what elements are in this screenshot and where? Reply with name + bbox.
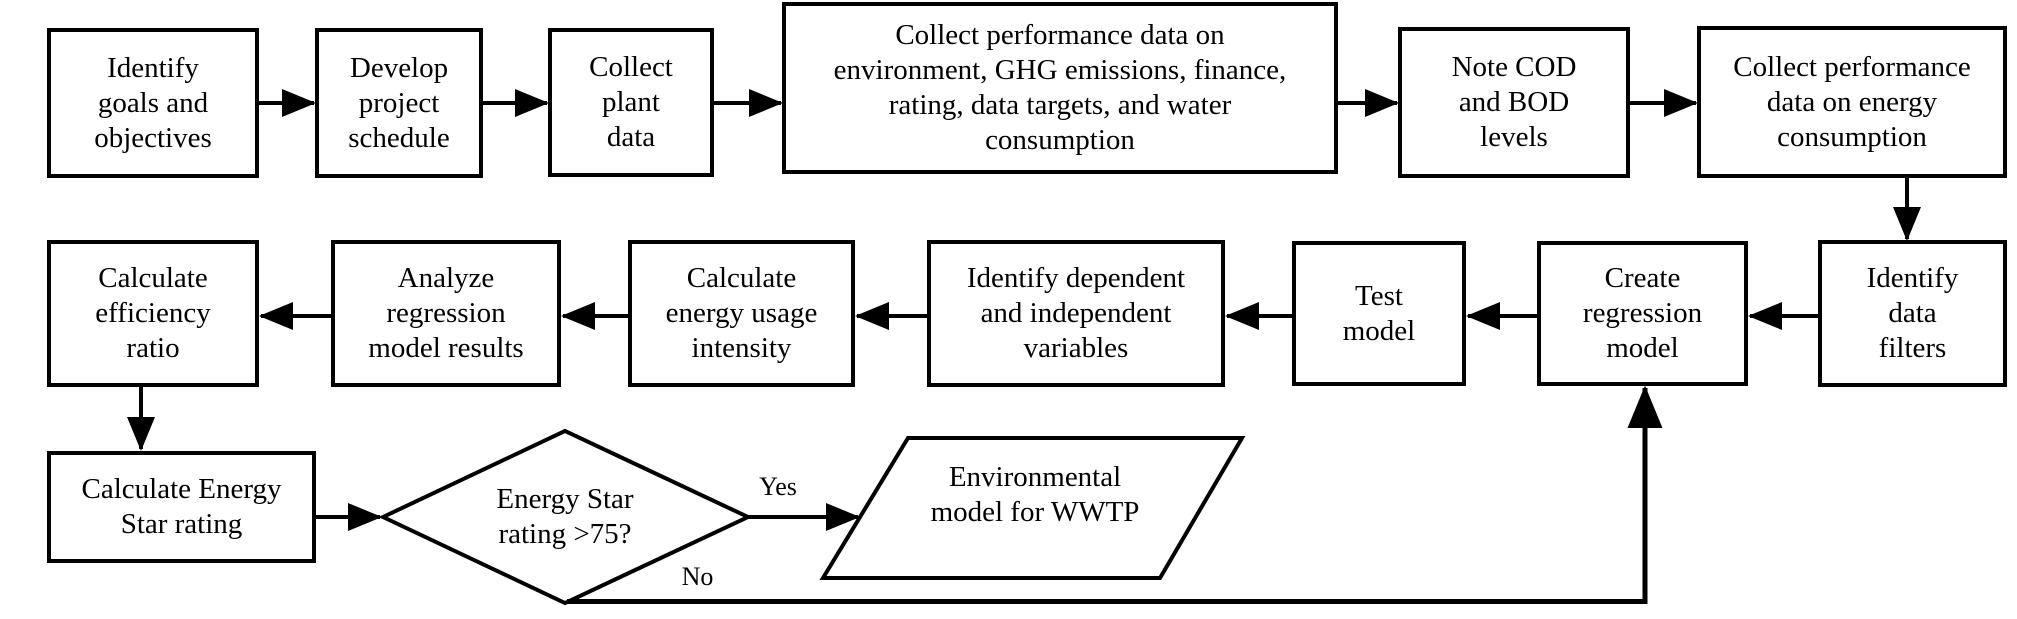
node-calculate-efficiency-ratio: Calculate efficiency ratio bbox=[47, 240, 259, 387]
node-identify-data-filters: Identify data filters bbox=[1818, 240, 2007, 387]
node-identify-goals: Identify goals and objectives bbox=[47, 28, 259, 178]
node-collect-energy-data: Collect performance data on energy consu… bbox=[1697, 26, 2007, 178]
node-note-cod-bod: Note COD and BOD levels bbox=[1398, 27, 1630, 178]
node-test-model: Test model bbox=[1292, 241, 1466, 386]
node-calculate-energy-usage-intensity: Calculate energy usage intensity bbox=[628, 240, 855, 387]
output-parallelogram bbox=[819, 436, 1246, 580]
node-collect-performance-data: Collect performance data on environment,… bbox=[782, 2, 1338, 174]
node-create-regression-model: Create regression model bbox=[1537, 241, 1748, 386]
arrow-decision-no-feedback bbox=[567, 385, 1663, 604]
node-calculate-energy-star-rating: Calculate Energy Star rating bbox=[47, 451, 316, 563]
edge-label-yes: Yes bbox=[759, 472, 797, 501]
edge-label-no: No bbox=[681, 562, 714, 591]
node-analyze-regression-results: Analyze regression model results bbox=[331, 240, 561, 387]
node-develop-schedule: Develop project schedule bbox=[315, 28, 483, 178]
node-identify-variables: Identify dependent and independent varia… bbox=[927, 240, 1225, 387]
node-collect-plant-data: Collect plant data bbox=[548, 28, 714, 177]
